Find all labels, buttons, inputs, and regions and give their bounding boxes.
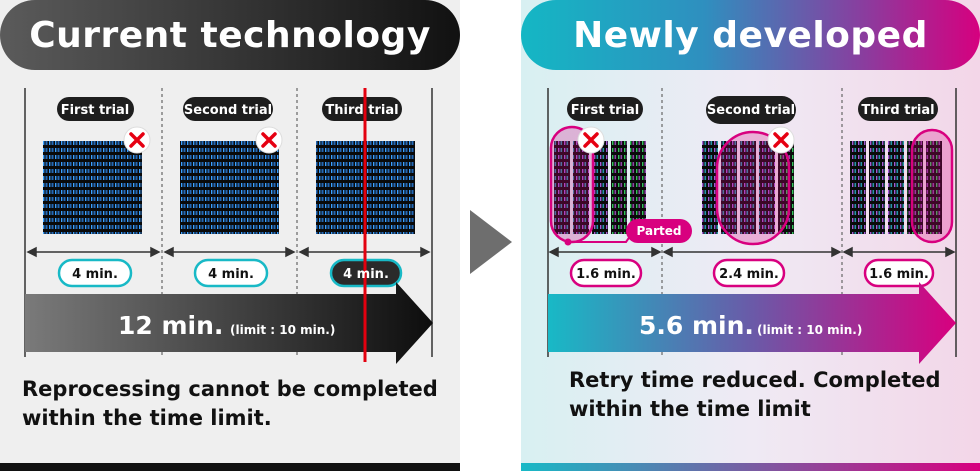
x-fail-icon-2 (767, 126, 795, 154)
total-time-arrow (548, 282, 956, 364)
current-technology-diagram: First trial Second trial Third trial 4 m… (24, 88, 433, 364)
newly-developed-title: Newly developed (521, 0, 980, 70)
current-technology-caption: Reprocessing cannot be completed within … (22, 377, 438, 430)
trial-pill-3 (322, 97, 402, 121)
duration-3: 4 min. (343, 267, 389, 282)
failed-part-highlight-2 (715, 130, 791, 246)
duration-pill-3 (863, 258, 935, 288)
newly-developed-diagram: First trial Second trial Third trial Par… (547, 88, 957, 364)
current-bottom-bar (0, 463, 460, 471)
binary-data-block-2 (180, 141, 279, 234)
total-time-arrow (25, 282, 433, 364)
duration-1: 4 min. (72, 267, 118, 282)
duration-2: 4 min. (208, 267, 254, 282)
dimension-arrows (26, 246, 431, 258)
duration-2: 2.4 min. (719, 267, 779, 282)
duration-pill-2 (712, 258, 786, 288)
trial-pill-3 (858, 97, 938, 121)
trial-label-3: Third trial (325, 103, 398, 118)
total-time: 12 min. (118, 311, 223, 340)
trial-label-1: First trial (571, 103, 640, 118)
parted-label: Parted (637, 224, 682, 238)
duration-pill-1 (57, 258, 133, 288)
duration-1: 1.6 min. (576, 267, 636, 282)
duration-pill-2 (193, 258, 269, 288)
trial-pill-1 (57, 97, 134, 121)
parted-badge (626, 219, 692, 243)
x-fail-icon-2 (255, 126, 283, 154)
duration-3: 1.6 min. (869, 267, 929, 282)
x-fail-icon-1 (577, 126, 605, 154)
new-bottom-bar (521, 463, 980, 471)
duration-pill-1 (569, 258, 643, 288)
dimension-arrows (548, 246, 956, 258)
time-limit-note: (limit : 10 min.) (230, 323, 335, 337)
trial-label-2: Second trial (707, 103, 795, 118)
newly-developed-panel: Newly developed (521, 0, 980, 471)
total-time: 5.6 min. (639, 311, 754, 340)
trial-pill-2 (183, 97, 273, 121)
newly-developed-caption: Retry time reduced. Completed within the… (569, 368, 941, 421)
x-fail-icon-1 (123, 126, 151, 154)
binary-data-block-1 (43, 141, 142, 234)
current-technology-panel: Current technology (0, 0, 460, 471)
trial-label-3: Third trial (861, 103, 934, 118)
trial-pill-2 (706, 96, 796, 124)
current-technology-title: Current technology (0, 0, 460, 70)
trial-label-2: Second trial (184, 103, 272, 118)
trial-label-1: First trial (61, 103, 130, 118)
time-limit-note: (limit : 10 min.) (757, 323, 862, 337)
failed-part-highlight-3 (910, 128, 954, 244)
trial-pill-1 (567, 97, 643, 121)
right-arrow-icon (470, 210, 512, 274)
